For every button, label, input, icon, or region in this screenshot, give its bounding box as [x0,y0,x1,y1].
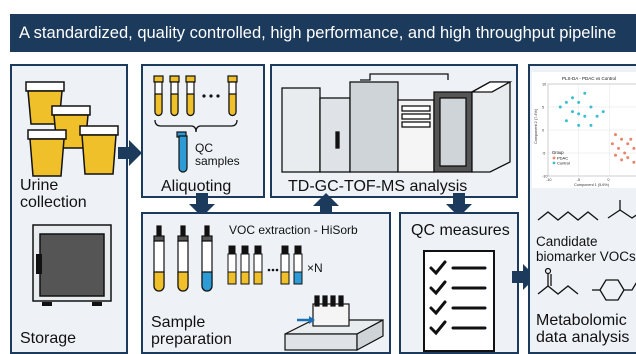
x-tick-label: -10 [546,178,552,182]
scatter-point-control [583,114,587,118]
scatter-point-control [601,110,605,114]
scatter-point-pdac [623,151,627,155]
arrow-down-icon [446,193,472,217]
x-tick-label: -5 [577,178,580,182]
y-tick-label: 10 [542,82,546,86]
x-axis-label: Component 1 (5.6%) [574,183,610,187]
scatter-point-pdac [629,137,633,141]
analysis-panel: TD-GC-TOF-MS analysis [270,64,518,198]
y-tick-label: -5 [542,151,545,155]
y-axis-label: Component 2 (7.4%) [534,108,538,144]
candidate-molecule-structures [537,200,636,221]
legend-title: Group [552,150,564,155]
scatter-point-control [577,112,581,116]
sample-preparation-label-1: Sample [151,314,206,331]
pipeline-title-banner: A standardized, quality controlled, high… [10,14,636,52]
arrow-up-icon [313,193,339,217]
aliquot-tubes-illustration [153,75,238,138]
arrow-down-icon [189,193,215,217]
qc-measures-panel: QC measures [399,212,519,354]
scatter-point-control [589,123,593,127]
legend-marker-control [552,161,556,165]
scatter-point-control [558,105,562,109]
candidate-voc-label-1: Candidate [536,234,598,249]
legend-marker-pdac [552,156,556,160]
sample-preparation-label-2: preparation [151,331,232,348]
metabolomic-analysis-label-2: data analysis [536,329,630,346]
qc-samples-label-2: samples [195,154,240,168]
urine-collection-label-2: collection [20,194,87,211]
scatter-point-control [564,119,568,123]
aromatic-molecule-structures [537,267,636,301]
scatter-point-control [564,100,568,104]
x-tick-label: 0 [607,178,609,182]
metabolomic-analysis-label-1: Metabolomic [536,312,627,329]
legend-item-control: Control [557,161,570,166]
scatter-point-control [577,100,581,104]
urine-cups-illustration [25,81,119,177]
gc-ms-instrument-illustration [281,73,513,173]
urine-collection-label-1: Urine [20,177,59,194]
hisorb-agitator-illustration [284,295,384,352]
voc-extraction-label: VOC extraction - HiSorb [229,223,358,237]
collection-storage-panel: Urine collection Storage [10,64,128,354]
scatter-point-pdac [626,142,630,146]
y-tick-label: 5 [542,105,544,109]
freezer-icon [32,224,112,306]
scatter-point-pdac [632,160,636,164]
aliquoting-panel: QC samples Aliquoting [141,64,265,198]
scatter-point-pdac [617,146,621,150]
scatter-point-control [577,123,581,127]
qc-measures-label: QC measures [411,222,510,239]
scatter-point-control [595,114,599,118]
arrow-right-icon [118,140,142,166]
times-n-label: ×N [307,261,323,275]
arrow-right-icon [512,264,536,290]
plot-title: PLS-DA - PDAC vs Control [562,76,616,81]
scatter-point-pdac [613,153,617,157]
scatter-point-control [589,105,593,109]
scatter-point-control [583,91,587,95]
checklist-icon [423,250,495,352]
qc-tube-icon [178,135,188,173]
scatter-point-pdac [632,146,636,150]
scatter-point-pdac [620,158,624,162]
scatter-point-pdac [626,156,630,160]
legend-item-pdac: PDAC [557,156,568,161]
scatter-point-pdac [620,137,624,141]
storage-label: Storage [20,330,77,347]
scatter-point-pdac [610,142,614,146]
hisorb-vials-illustration [227,245,303,285]
aliquoting-label: Aliquoting [161,178,232,195]
qc-samples-label-1: QC [195,141,213,155]
pls-da-scatter-plot: PLS-DA - PDAC vs Control -10-5051050-5-1… [532,72,636,188]
analysis-label: TD-GC-TOF-MS analysis [288,178,468,195]
scatter-point-control [571,110,575,114]
scatter-point-pdac [613,133,617,137]
y-tick-label: -10 [542,174,548,178]
vial-set-illustration [153,225,213,292]
y-tick-label: 0 [542,128,544,132]
scatter-point-control [571,96,575,100]
sample-preparation-panel: VOC extraction - HiSorb ×N [141,212,391,354]
candidate-voc-label-2: biomarker VOCs [536,249,636,264]
results-panel: PLS-DA - PDAC vs Control -10-5051050-5-1… [528,64,636,354]
